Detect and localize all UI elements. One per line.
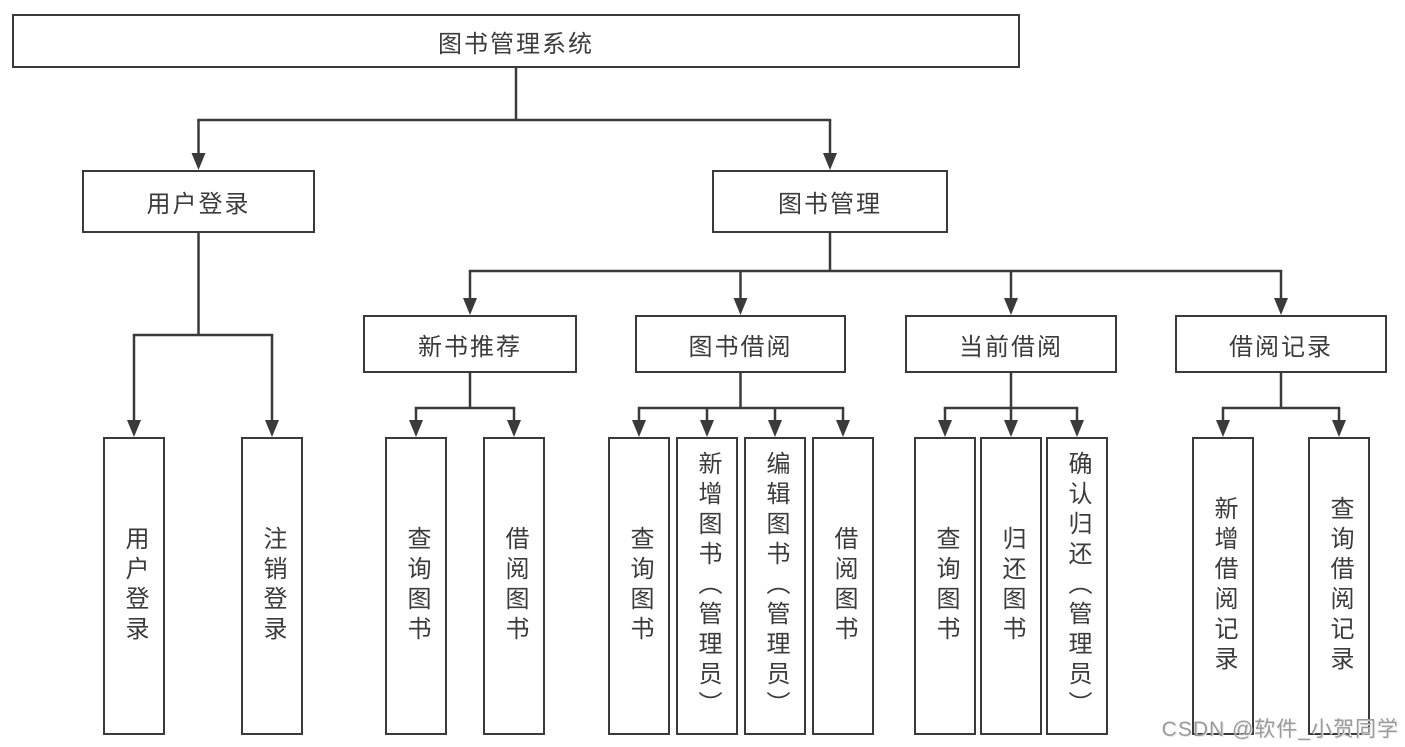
node-new-book-recommend: 新书推荐 xyxy=(363,315,577,373)
node-label: 查询图书 xyxy=(932,526,959,646)
node-label: 图书管理 xyxy=(778,191,882,218)
node-label: 用户登录 xyxy=(146,191,251,218)
node-label: 新增借阅记录 xyxy=(1210,496,1237,676)
leaf-edit-books-admin: 编辑图书（管理员） xyxy=(744,437,806,735)
node-current-borrowing: 当前借阅 xyxy=(905,315,1117,373)
leaf-confirm-return-admin: 确认归还（管理员） xyxy=(1046,437,1108,735)
node-label: 借阅记录 xyxy=(1229,333,1333,361)
leaf-borrow-books: 借阅图书 xyxy=(483,437,545,735)
node-label: 借阅图书 xyxy=(501,526,528,646)
node-label: 查询借阅记录 xyxy=(1326,496,1353,676)
node-label: 用户登录 xyxy=(121,526,148,646)
node-label: 查询图书 xyxy=(403,526,430,646)
leaf-query-books-2: 查询图书 xyxy=(608,437,670,735)
node-book-management: 图书管理 xyxy=(712,170,948,233)
leaf-user-login: 用户登录 xyxy=(103,437,165,735)
leaf-add-books-admin: 新增图书（管理员） xyxy=(676,437,738,735)
node-label: 确认归还（管理员） xyxy=(1064,451,1091,721)
leaf-borrow-books-2: 借阅图书 xyxy=(812,437,874,735)
leaf-query-borrow-record: 查询借阅记录 xyxy=(1308,437,1370,735)
node-book-borrowing: 图书借阅 xyxy=(635,315,846,373)
leaf-query-books: 查询图书 xyxy=(385,437,447,735)
node-label: 借阅图书 xyxy=(830,526,857,646)
leaf-return-books: 归还图书 xyxy=(980,437,1042,735)
node-label: 图书管理系统 xyxy=(438,30,594,58)
node-library-system: 图书管理系统 xyxy=(12,14,1020,68)
leaf-add-borrow-record: 新增借阅记录 xyxy=(1192,437,1254,735)
node-user-login: 用户登录 xyxy=(82,170,315,233)
leaf-logout: 注销登录 xyxy=(241,437,303,735)
node-label: 编辑图书（管理员） xyxy=(762,451,789,721)
node-borrowing-records: 借阅记录 xyxy=(1175,315,1387,373)
node-label: 新书推荐 xyxy=(418,333,522,361)
csdn-watermark: CSDN @软件_小贺同学 xyxy=(1161,718,1399,741)
node-label: 当前借阅 xyxy=(959,333,1063,361)
node-label: 查询图书 xyxy=(626,526,653,646)
node-label: 注销登录 xyxy=(259,526,286,646)
node-label: 图书借阅 xyxy=(688,333,793,361)
leaf-query-books-3: 查询图书 xyxy=(914,437,976,735)
node-label: 新增图书（管理员） xyxy=(694,451,721,721)
node-label: 归还图书 xyxy=(998,526,1025,646)
